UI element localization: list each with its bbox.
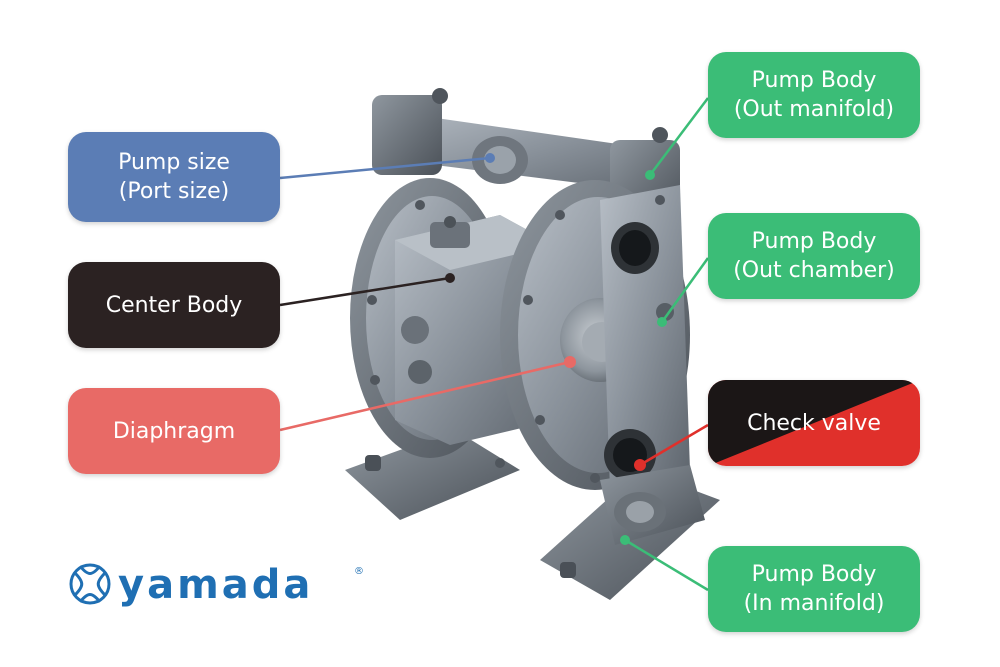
label-out-chamber-line1: Pump Body [751,229,877,254]
label-center-body: Center Body [68,262,280,348]
leader-dot-diaphragm [564,356,576,368]
leader-dot-check-valve [634,459,646,471]
yamada-logo-wordmark: yamada [118,562,313,608]
leader-dot-center-body [445,273,455,283]
label-diaphragm-text: Diaphragm [112,418,236,444]
pump-out-chamber [600,185,690,490]
label-in-manifold: Pump Body (In manifold) [708,546,920,632]
label-check-valve: Check valve [708,380,920,466]
label-in-manifold-line1: Pump Body [751,562,877,587]
pump-bolts [367,195,665,483]
yamada-logo: yamada ® [69,562,364,608]
leader-line-out-chamber [660,257,710,323]
leader-line-check-valve [639,423,709,467]
label-out-chamber: Pump Body (Out chamber) [708,213,920,299]
label-pump-size-line2: (Port size) [118,179,230,204]
label-in-manifold-line2: (In manifold) [743,591,885,616]
leader-dot-out-manifold [645,170,655,180]
leader-line-pump-size [279,156,491,180]
pump-in-manifold [600,465,705,545]
leader-dot-in-manifold [620,535,630,545]
leader-dot-out-chamber [657,317,667,327]
leader-line-in-manifold [624,538,709,592]
leader-dot-pump-size [485,153,495,163]
yamada-logo-registered: ® [354,566,364,577]
label-diaphragm: Diaphragm [68,388,280,474]
check-valve-split-background [708,380,920,466]
yamada-logo-mark-icon [69,563,111,605]
label-check-valve-text: Check valve [747,410,881,436]
label-out-manifold: Pump Body (Out manifold) [708,52,920,138]
label-out-manifold-line1: Pump Body [751,68,877,93]
label-out-manifold-line2: (Out manifold) [733,97,895,122]
label-center-body-text: Center Body [105,292,243,318]
label-out-chamber-line2: (Out chamber) [733,258,895,283]
leader-line-diaphragm [279,360,571,432]
leader-line-center-body [279,276,451,307]
label-pump-size-line1: Pump size [118,150,230,175]
leader-line-out-manifold [649,97,709,176]
label-pump-size: Pump size (Port size) [68,132,280,222]
